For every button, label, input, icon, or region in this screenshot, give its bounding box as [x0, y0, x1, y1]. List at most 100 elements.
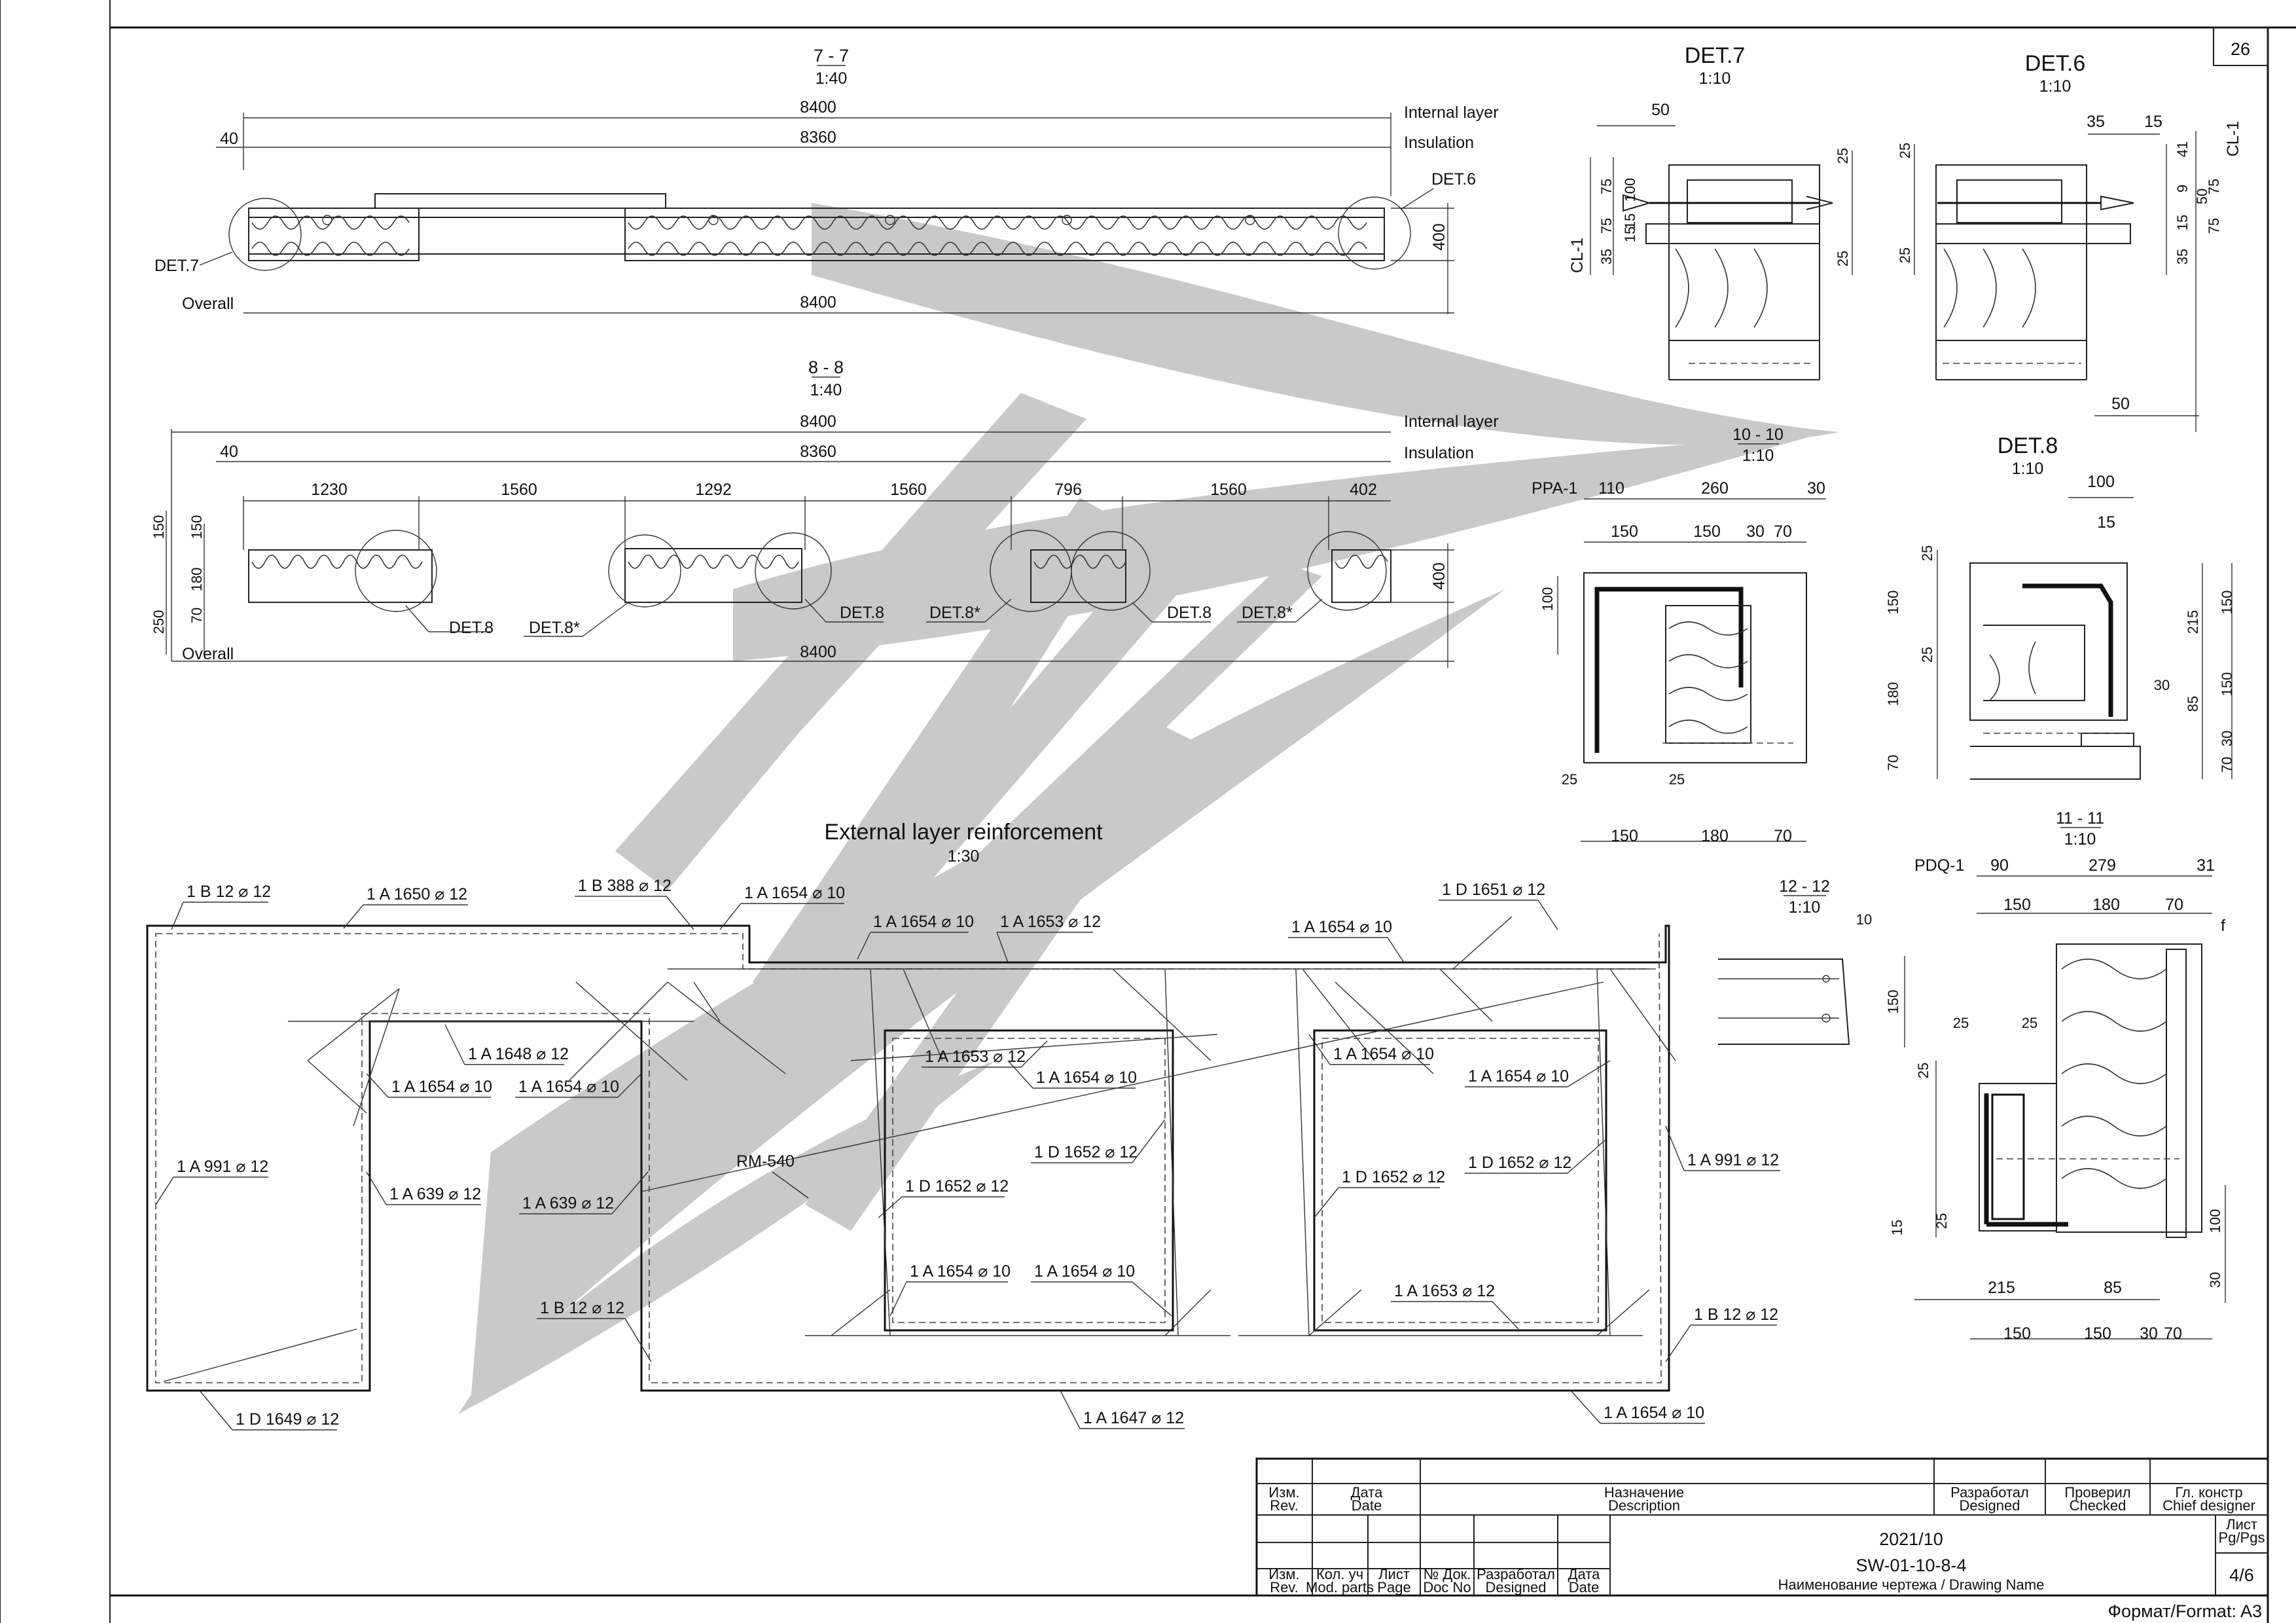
det8-left-150: 150	[1885, 591, 1901, 615]
section-11-11: 11 - 11 1:10 PDQ-1 90 279 31 150 180 70 …	[1889, 809, 2226, 1343]
tb-date: 2021/10	[1879, 1529, 1943, 1549]
det7-title: DET.7	[1685, 43, 1746, 68]
section-12-12: 12 - 12 1:10 10 150	[1718, 877, 1905, 1048]
callout-8-b: DET.8*	[529, 619, 580, 637]
sec1111-bottom-150b: 150	[2084, 1324, 2111, 1343]
dim-8-8-internal: 8400	[800, 412, 836, 431]
det8-dim-100: 100	[2087, 473, 2115, 491]
det6-dim-25a: 25	[1897, 143, 1913, 158]
reinf-label-25: 1 A 1654 ⌀ 10	[910, 1262, 1011, 1281]
sec1111-sub-150: 150	[2003, 896, 2031, 914]
external-layer-reinforcement: External layer reinforcement 1:30	[146, 820, 1780, 1431]
reinf-label-22: 1 A 991 ⌀ 12	[1687, 1151, 1779, 1169]
tb-row2-rev: Изм.Rev.	[1268, 1566, 1299, 1596]
det6-dim-25b: 25	[1897, 247, 1913, 263]
det6-scale: 1:10	[2039, 77, 2072, 96]
reinf-labels: 1 B 12 ⌀ 12 1 A 1650 ⌀ 12 1 B 388 ⌀ 12 1…	[155, 877, 1780, 1431]
det8-left-25b: 25	[1919, 647, 1935, 663]
callout-8-d: DET.8*	[929, 604, 980, 622]
reinf-label-10: 1 A 1653 ⌀ 12	[925, 1048, 1026, 1066]
callout-8-e: DET.8	[1167, 604, 1211, 622]
det7-dim-50: 50	[1651, 101, 1670, 119]
reinf-label-6: 1 A 1653 ⌀ 12	[1000, 913, 1101, 931]
reinf-label-26: 1 A 1654 ⌀ 10	[1034, 1262, 1135, 1281]
sec1010-dim-110: 110	[1598, 479, 1624, 498]
sec1111-bottom-150a: 150	[2003, 1324, 2031, 1343]
tb-rev-label: Изм.Rev.	[1268, 1484, 1299, 1514]
reinf-label-32: 1 A 1654 ⌀ 10	[1604, 1404, 1704, 1422]
sec1010-dim-260: 260	[1701, 479, 1729, 498]
det8-dim-15: 15	[2097, 513, 2115, 532]
dim-8-8-overall: 8400	[800, 643, 836, 661]
sec1111-sub-70: 70	[2165, 896, 2183, 914]
det7-scale: 1:10	[1699, 69, 1731, 88]
sec1010-scale: 1:10	[1742, 447, 1774, 465]
det6-title: DET.6	[2025, 51, 2086, 76]
label-7-7-insulation: Insulation	[1404, 134, 1474, 152]
span-1: 1230	[311, 481, 348, 499]
reinf-label-3: 1 B 388 ⌀ 12	[578, 877, 672, 895]
det8-right-70: 70	[2219, 757, 2235, 773]
sec1111-small-25c: 25	[1915, 1063, 1931, 1078]
det7-dim-35: 35	[1598, 249, 1615, 264]
det8-right-30a: 30	[2154, 677, 2170, 693]
label-7-7-internal: Internal layer	[1404, 103, 1499, 122]
det7-dim-15b: 15	[1622, 227, 1638, 242]
reinf-label-7: 1 A 1654 ⌀ 10	[1291, 918, 1392, 936]
label-8-8-internal: Internal layer	[1404, 412, 1499, 431]
sec1010-sub-30: 30	[1746, 522, 1765, 541]
det6-dim-41: 41	[2174, 141, 2191, 157]
sec1111-right-30: 30	[2207, 1272, 2223, 1288]
sec1111-pdq: PDQ-1	[1914, 856, 1964, 875]
callout-8-c: DET.8	[840, 604, 884, 622]
sec1111-bottom-30: 30	[2140, 1324, 2158, 1343]
det8-right-30b: 30	[2219, 731, 2235, 746]
det6-dim-75b: 75	[2206, 218, 2222, 234]
reinf-label-13: 1 A 1654 ⌀ 10	[518, 1078, 619, 1096]
sec1111-dim-279: 279	[2089, 856, 2116, 875]
det6-dim-15b: 15	[2174, 215, 2191, 230]
reinf-label-4: 1 A 1654 ⌀ 10	[744, 884, 845, 902]
sec1111-small-25a: 25	[1953, 1015, 1969, 1031]
reinf-label-2: 1 A 1650 ⌀ 12	[367, 885, 467, 903]
reinf-label-8: 1 D 1651 ⌀ 12	[1442, 881, 1545, 899]
sec1010-bottom-180: 180	[1701, 827, 1729, 845]
det8-left-180: 180	[1885, 682, 1901, 706]
reinf-label-12: 1 A 1654 ⌀ 10	[391, 1078, 492, 1096]
reinf-label-27: 1 A 1653 ⌀ 12	[1394, 1282, 1495, 1300]
det6-dim-35b: 35	[2174, 249, 2191, 264]
reinf-label-1: 1 B 12 ⌀ 12	[187, 883, 271, 901]
tb-page-of: 4/6	[2229, 1565, 2254, 1585]
section-7-7: 7 - 7 1:40 8400 Internal layer 40 8360 I…	[154, 46, 1499, 314]
sec1111-title: 11 - 11	[2056, 809, 2104, 828]
det8-right-215: 215	[2185, 610, 2201, 634]
sec1111-label-f: f	[2221, 917, 2225, 935]
section-8-8: 8 - 8 1:40 8400 Internal layer 40 8360 I…	[151, 357, 1499, 668]
det6-dim-35: 35	[2087, 113, 2105, 131]
reinf-label-17: RM-540	[736, 1152, 795, 1171]
det8-scale: 1:10	[2012, 460, 2044, 478]
section-8-8-scale: 1:40	[810, 381, 842, 399]
det7-dim-25b: 25	[1835, 251, 1851, 266]
detail-det7: DET.7 1:10 50 75 100 75 15 15 35 CL-1 25…	[1568, 43, 1853, 380]
det8-right-150b: 150	[2219, 672, 2235, 697]
det6-dim-15: 15	[2144, 113, 2162, 131]
tb-drawing-name-label: Наименование чертежа / Drawing Name	[1778, 1577, 2045, 1593]
reinf-label-20: 1 D 1652 ⌀ 12	[1342, 1168, 1445, 1186]
reinf-label-5: 1 A 1654 ⌀ 10	[873, 913, 974, 931]
section-10-10: 10 - 10 1:10 PPA-1 110 260 30 150 150 30…	[1532, 426, 1826, 845]
reinf-scale: 1:30	[948, 847, 980, 866]
section-7-7-title: 7 - 7	[814, 46, 849, 65]
reinf-label-29: 1 B 12 ⌀ 12	[1694, 1305, 1778, 1324]
reinf-label-28: 1 B 12 ⌀ 12	[540, 1299, 624, 1317]
sec1111-bottom-70: 70	[2164, 1324, 2182, 1343]
dim-8-8-height: 400	[1430, 562, 1448, 590]
reinf-label-14: 1 A 1654 ⌀ 10	[1036, 1068, 1137, 1087]
callout-8-f: DET.8*	[1242, 604, 1293, 622]
det6-dim-50: 50	[2194, 189, 2210, 204]
